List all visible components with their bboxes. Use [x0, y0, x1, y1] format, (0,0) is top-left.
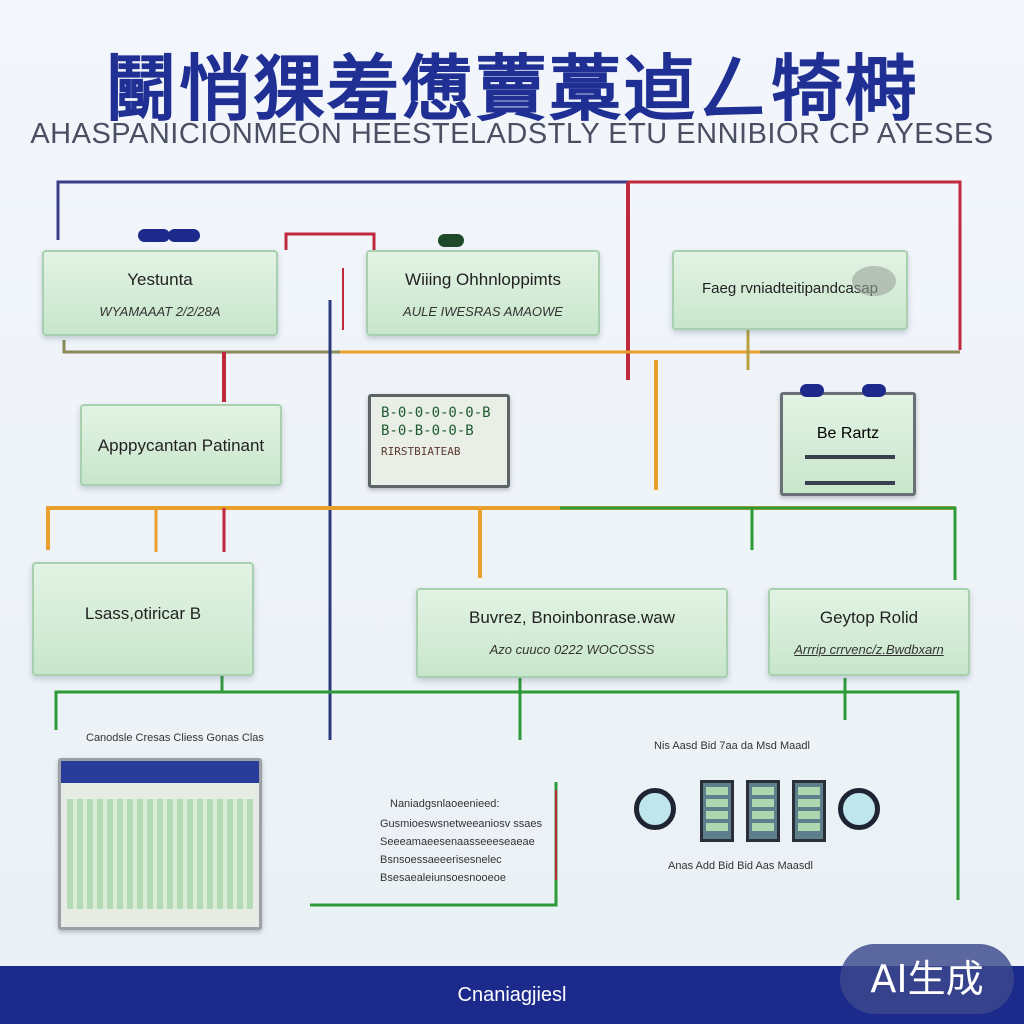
red-elbow: [284, 232, 376, 250]
bus-row-1: [62, 340, 960, 354]
spreadsheet-window: [58, 758, 262, 930]
bus-row-3: [54, 690, 960, 900]
code-row: RIRSTBIATEAB: [381, 445, 461, 458]
connector-knob: [438, 234, 464, 247]
gear-icon: [852, 266, 896, 296]
node-title: Wiiing Ohhnloppimts: [405, 270, 561, 289]
spreadsheet-body: [67, 799, 253, 909]
cabinet-icon: [700, 780, 734, 842]
node-title: Yestunta: [127, 270, 193, 289]
ai-generated-badge: AI生成: [840, 944, 1014, 1014]
bottom-left-caption: Canodsle Cresas Cliess Gonas Clas: [86, 732, 264, 744]
text-line: Naniadgsnlaoeenieed:: [390, 798, 500, 810]
node-subtitle: AULE IWESRAS AMAOWE: [403, 304, 563, 319]
node-title: Geytop Rolid: [819, 608, 919, 627]
node-geytop[interactable]: Geytop Rolid Arrrip crrvenc/z.Bwdbxarn: [768, 588, 970, 676]
node-subtitle: Azo cuuco 0222 WOCOSSS: [489, 642, 655, 657]
connector-knob: [862, 384, 886, 397]
hardware-caption-bottom: Anas Add Bid Bid Aas Maasdl: [668, 860, 813, 872]
node-faeg[interactable]: Faeg rvniadteitipandcasap: [672, 250, 908, 330]
lens-icon: [634, 788, 676, 830]
code-panel: B-0-0-0-0-0-B B-0-B-0-0-B RIRSTBIATEAB: [368, 394, 510, 488]
connector-knob: [138, 229, 170, 242]
hardware-caption-top: Nis Aasd Bid 7aa da Msd Maadl: [654, 740, 810, 752]
bus-row-2: [46, 506, 955, 550]
connector-knob: [800, 384, 824, 397]
device-panel[interactable]: Be Rartz: [780, 392, 916, 496]
code-row: B-0-0-0-0-0-B: [381, 405, 491, 421]
node-title: Lsass,otiricar B: [84, 604, 202, 623]
node-apppycantan[interactable]: Apppycantan Patinant: [80, 404, 282, 486]
page-title: 鬭悄猓羞憊藚藁逌ㄥ犄榯: [104, 47, 919, 131]
text-line: Bsesaealeiunsoesnooeoe: [380, 872, 506, 884]
node-subtitle: Arrrip crrvenc/z.Bwdbxarn: [794, 642, 944, 657]
cabinet-icon: [792, 780, 826, 842]
window-titlebar: [61, 761, 259, 783]
node-title: Faeg rvniadteitipandcasap: [702, 280, 878, 297]
node-title: Buvrez, Bnoinbonrase.waw: [468, 608, 675, 627]
node-buvrez[interactable]: Buvrez, Bnoinbonrase.waw Azo cuuco 0222 …: [416, 588, 728, 678]
node-subtitle: WYAMAAAT 2/2/28A: [99, 304, 221, 319]
bottom-center-panel: Naniadgsnlaoeenieed: Gusmioeswsnetweeani…: [310, 784, 556, 904]
node-title: Apppycantan Patinant: [97, 436, 265, 455]
top-frame-red: [628, 180, 962, 350]
footer-text: Cnaniagjiesl: [457, 984, 567, 1006]
node-yestunta[interactable]: Yestunta WYAMAAAT 2/2/28A: [42, 250, 278, 336]
page-subtitle: AHASPANICIONMEON HEESTELADSTLY ETU ENNIB…: [30, 118, 994, 150]
text-line: Seeeamaeesenaasseeeseaeae: [380, 836, 535, 848]
connector-knob: [168, 229, 200, 242]
node-wiiing[interactable]: Wiiing Ohhnloppimts AULE IWESRAS AMAOWE: [366, 250, 600, 336]
code-row: B-0-B-0-0-B: [381, 423, 474, 439]
bus-row-2-right: [560, 506, 957, 580]
text-line: Bsnsoessaeeerisesnelec: [380, 854, 502, 866]
node-lsass[interactable]: Lsass,otiricar B: [32, 562, 254, 676]
lens-icon: [838, 788, 880, 830]
text-line: Gusmioeswsnetweeaniosv ssaes: [380, 818, 543, 830]
device-icon: [805, 455, 895, 485]
device-panel-title: Be Rartz: [816, 425, 880, 442]
cabinet-icon: [746, 780, 780, 842]
